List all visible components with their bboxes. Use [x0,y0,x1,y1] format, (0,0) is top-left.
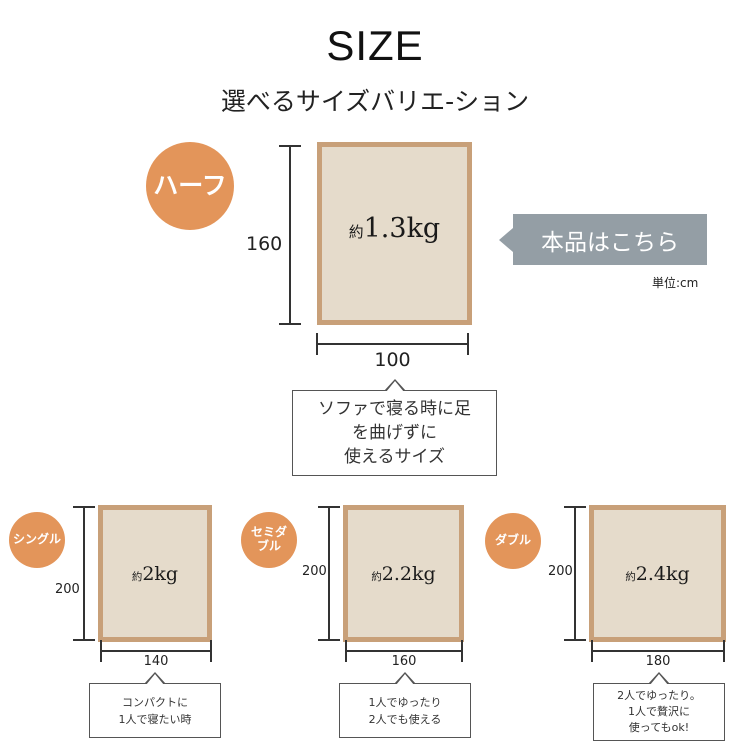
rug-single: 約2kg [98,505,212,642]
weight-label: 約2.4kg [625,562,690,585]
size-badge-half: ハーフ [146,142,234,230]
description-callout-single: コンパクトに 1人で寝たい時 [89,672,221,738]
height-label: 200 [302,564,327,579]
height-dimension-line [564,506,586,641]
height-label: 200 [55,582,80,597]
width-dimension-line [100,640,212,662]
height-dimension-line [279,145,301,325]
weight-label: 約2kg [131,562,179,585]
height-dimension-line [73,506,95,641]
width-dimension-line [316,333,469,355]
height-dimension-line [318,506,340,641]
description-callout-semi-double: 1人でゆったり 2人でも使える [339,672,471,738]
description-callout-half: ソファで寝る時に足 を曲げずに 使えるサイズ [292,379,497,476]
size-badge-single: シングル [9,512,65,568]
weight-label: 約1.3kg [348,213,441,244]
weight-label: 約2.2kg [371,562,436,585]
page-title: SIZE [326,22,424,69]
rug-half: 約1.3kg [317,142,472,325]
size-badge-semi-double: セミダ ブル [241,512,297,568]
width-dimension-line [591,640,725,662]
width-label: 180 [645,654,671,669]
rug-semi-double: 約2.2kg [343,505,464,642]
width-label: 160 [391,654,417,669]
page-subtitle: 選べるサイズバリエ-ション [220,87,530,116]
width-label: 100 [374,349,411,371]
height-label: 200 [548,564,573,579]
width-label: 140 [143,654,169,669]
size-badge-label: ハーフ [153,170,227,200]
rug-double: 約2.4kg [589,505,726,642]
this-product-tag: 本品はこちら [499,214,707,265]
description-callout-double: 2人でゆったり。 1人で贅沢に 使ってもok! [593,672,725,741]
size-badge-double: ダブル [485,513,541,569]
unit-label: 単位:cm [652,276,699,290]
height-label: 160 [246,233,283,255]
width-dimension-line [345,640,463,662]
